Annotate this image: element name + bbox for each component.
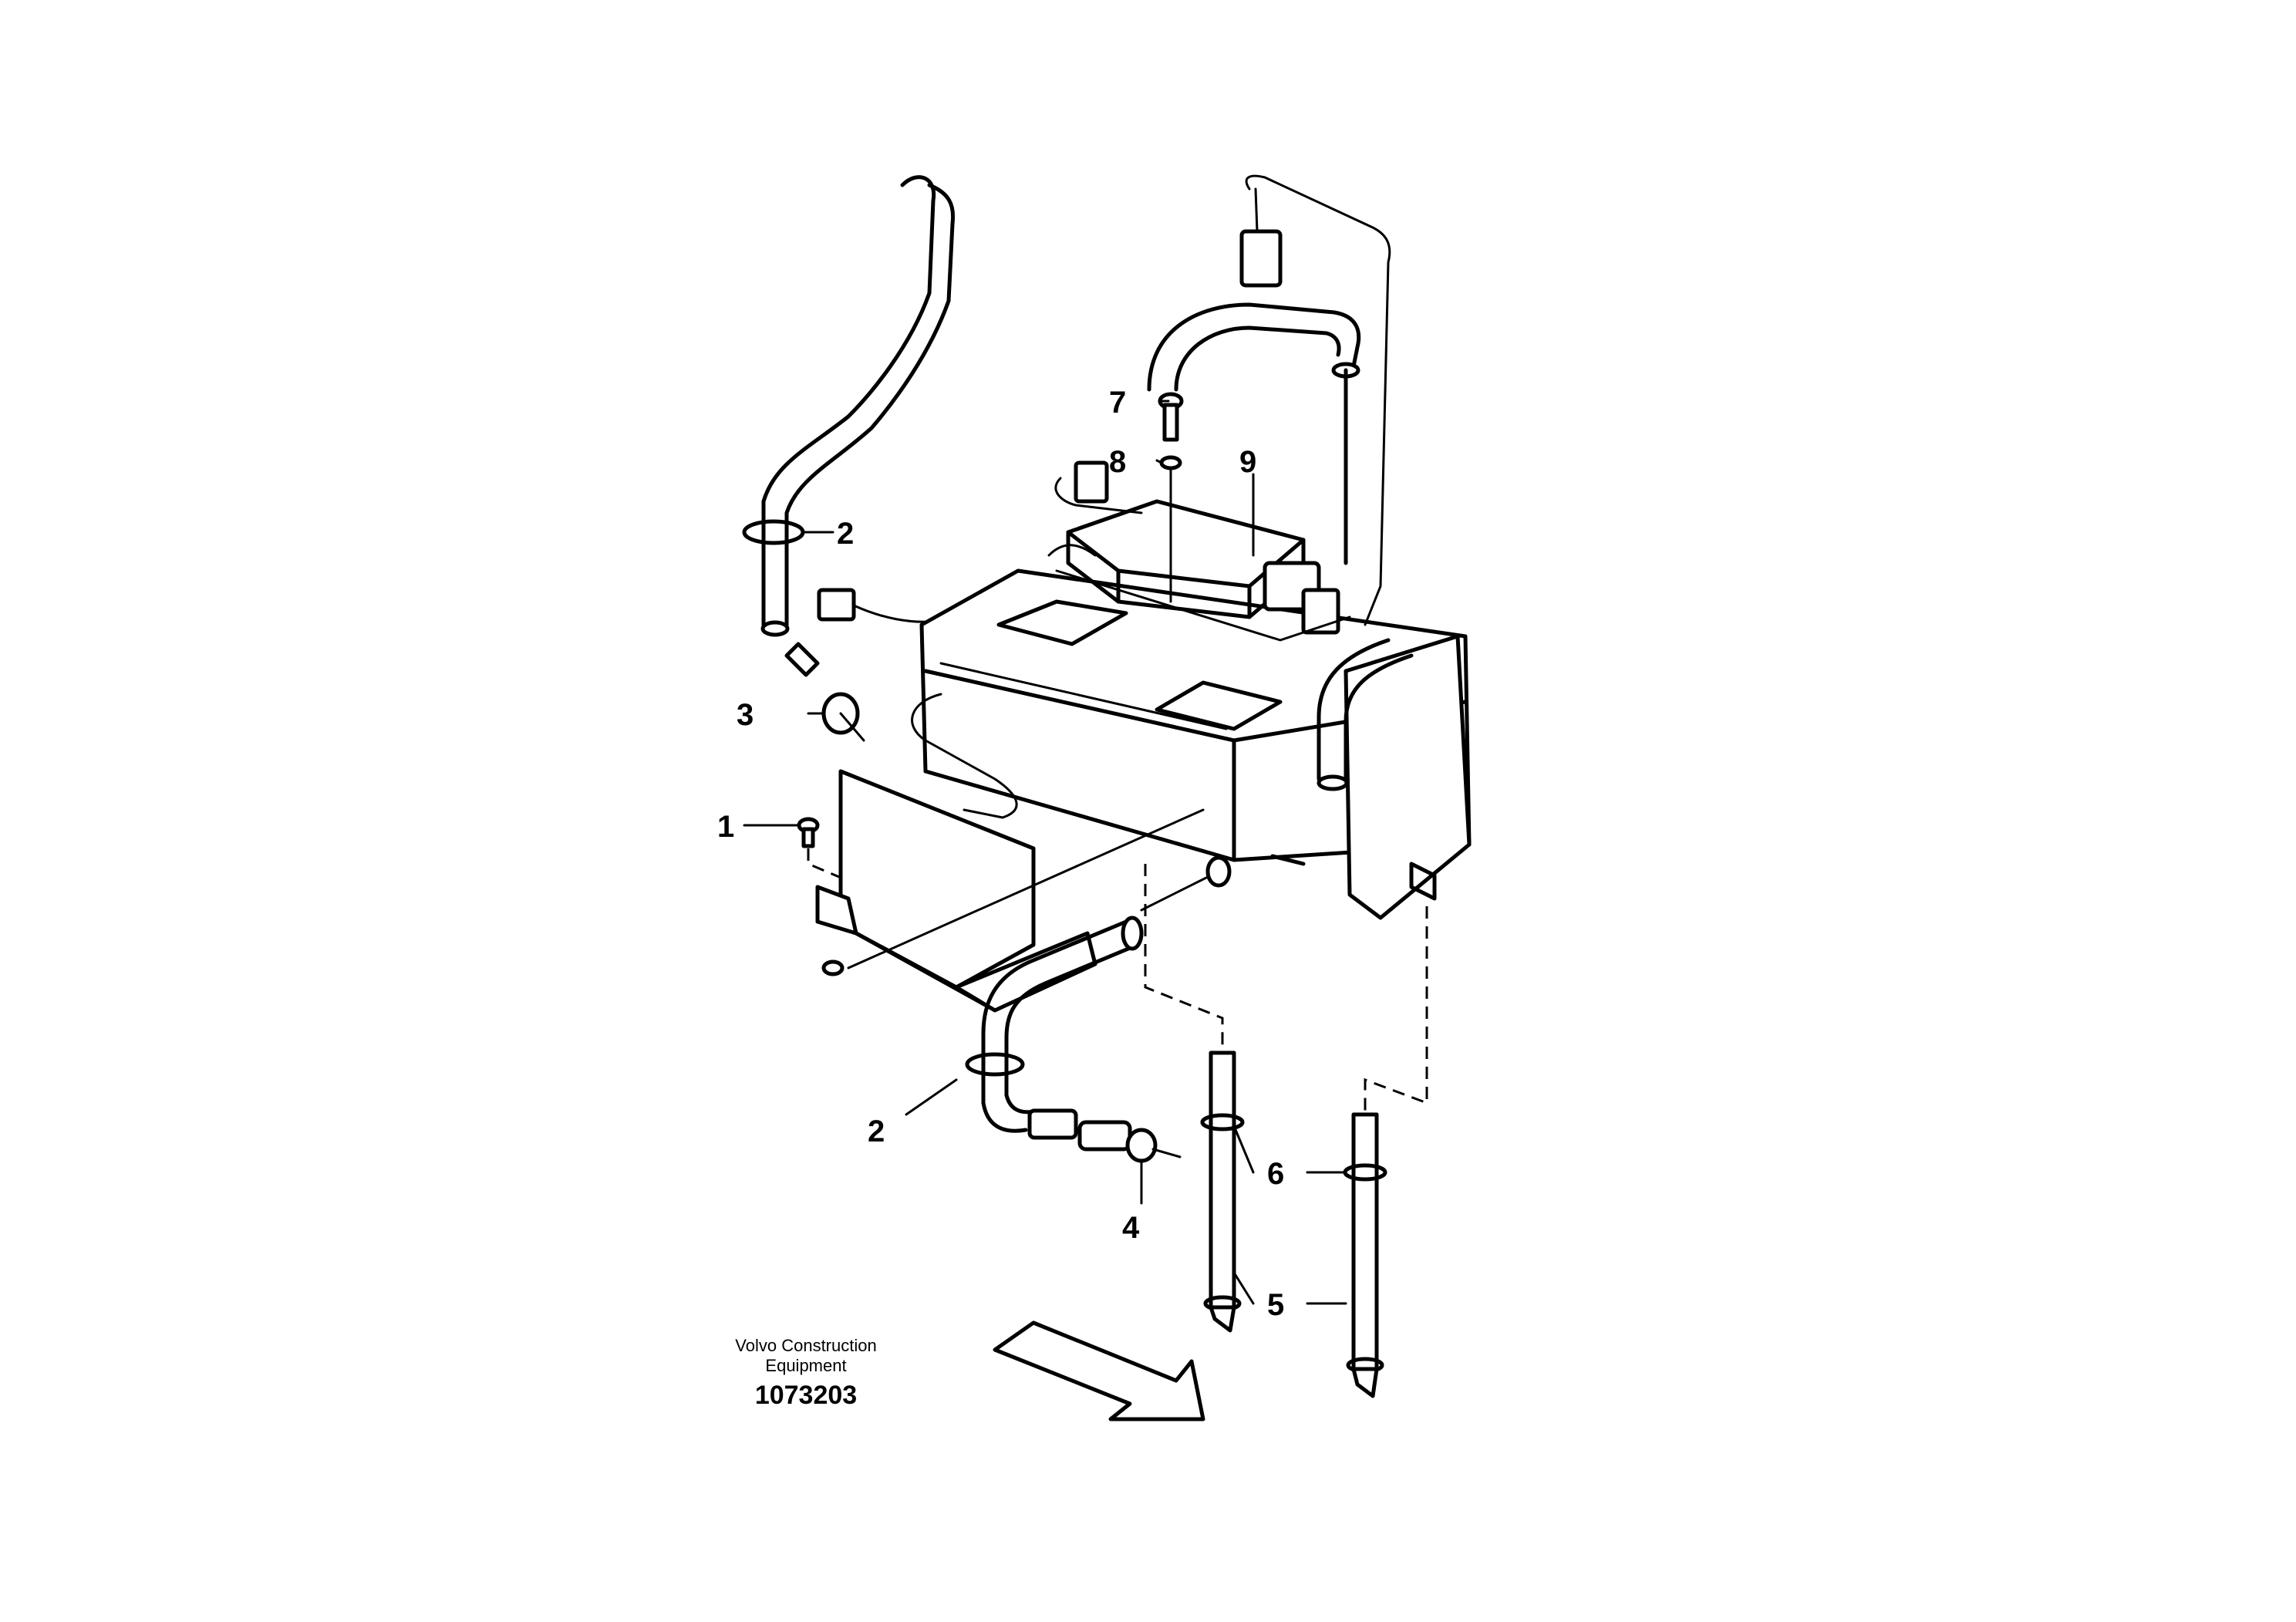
callout-2-lower: 2 [868,1114,885,1148]
callout-3: 3 [737,698,754,732]
upper-hose-loop [1147,302,1361,565]
screw-part-1 [797,817,845,976]
lower-hose [965,855,1232,1152]
control-unit-part-9 [1066,499,1340,635]
callout-5: 5 [1267,1288,1284,1322]
drain-pipe-right [1343,906,1428,1398]
brand-line-2: Equipment [765,1356,846,1375]
top-wire-harness [1047,174,1391,642]
callout-1: 1 [717,810,734,844]
callout-8: 8 [1109,445,1126,479]
left-wire-loop [911,693,1018,819]
drawing-number: 1073203 [755,1381,857,1410]
callout-9: 9 [1239,445,1256,479]
callout-6: 6 [1267,1157,1284,1191]
callout-leaders [743,400,1347,1305]
callout-7: 7 [1109,386,1126,420]
callout-4: 4 [1122,1211,1140,1245]
clamp-part-3 [821,692,865,742]
drain-pipe-left [1144,864,1245,1333]
right-side-hose [1317,638,1414,791]
forward-direction-arrow [993,1320,1205,1421]
brand-line-1: Volvo Construction [735,1336,876,1355]
callout-2-upper: 2 [837,517,854,551]
left-connector [817,588,942,623]
clamp-part-4 [1125,1128,1182,1163]
